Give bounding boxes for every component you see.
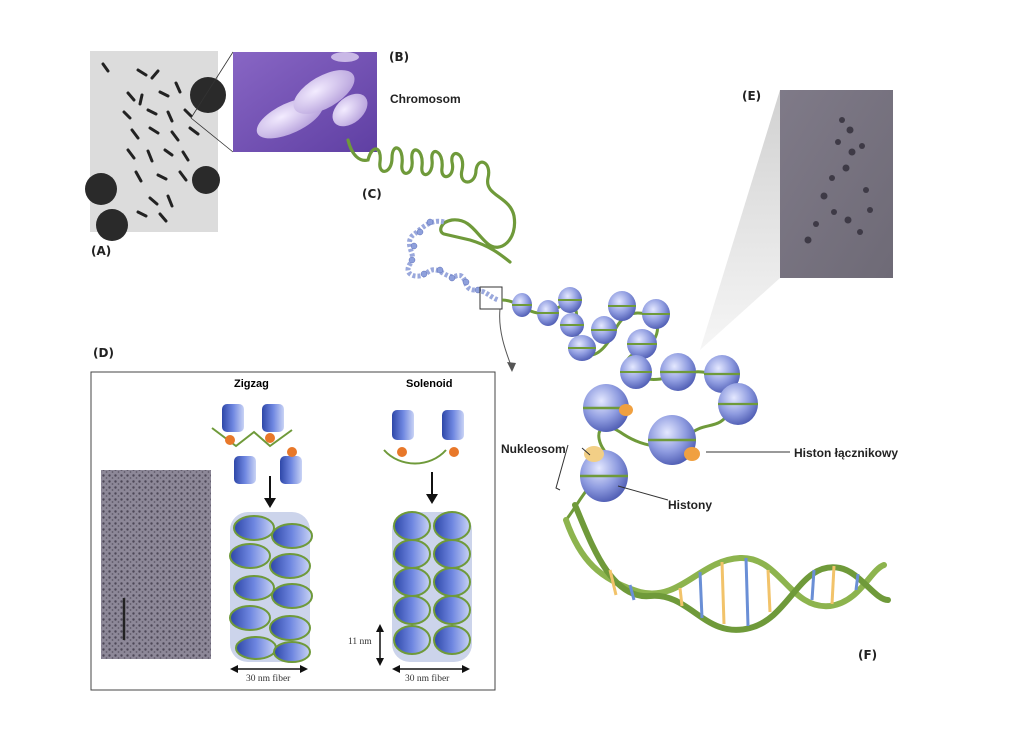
zigzag-fiber xyxy=(229,512,313,663)
label-histones: Histony xyxy=(668,498,713,512)
solenoid-title: Solenoid xyxy=(406,378,453,390)
micrograph-b xyxy=(233,52,377,152)
panel-label-a: (A) xyxy=(91,244,112,258)
nucleosomes xyxy=(512,287,758,502)
label-linker-histone: Histon łącznikowy xyxy=(794,446,899,460)
beaded-fiber xyxy=(405,218,500,303)
label-nucleosome: Nukleosom xyxy=(501,442,566,456)
coiled-fiber xyxy=(346,138,517,264)
eleven-nm-arrow xyxy=(376,624,384,666)
panel-label-e: (E) xyxy=(742,89,762,103)
callout-arrow xyxy=(499,308,513,369)
fiber-label-left: 30 nm fiber xyxy=(246,674,291,684)
width-arrow-left xyxy=(230,665,308,673)
zigzag-title: Zigzag xyxy=(234,378,269,390)
micrograph-e xyxy=(780,90,893,278)
panel-label-d: (D) xyxy=(93,346,114,360)
micrograph-d xyxy=(101,470,211,659)
width-arrow-right xyxy=(392,665,470,673)
panel-label-f: (F) xyxy=(858,648,878,662)
callout-arrow-head xyxy=(507,362,516,372)
panel-label-c: (C) xyxy=(362,187,382,201)
beads xyxy=(408,218,482,294)
selection-box xyxy=(479,286,503,310)
scale-label-11nm: 11 nm xyxy=(348,637,372,647)
zoom-line xyxy=(190,51,234,119)
leader-lines xyxy=(555,444,790,501)
zigzag-schematic xyxy=(211,404,302,508)
panel-label-b: (B) xyxy=(389,50,410,64)
dna-helix xyxy=(563,502,891,633)
solenoid-schematic xyxy=(383,410,464,504)
label-chromosome: Chromosom xyxy=(390,92,461,106)
solenoid-fiber xyxy=(392,511,472,662)
zoom-line xyxy=(190,117,234,153)
micrograph-a xyxy=(85,51,226,241)
fiber-label-right: 30 nm fiber xyxy=(405,674,450,684)
zoom-cone xyxy=(700,90,780,350)
